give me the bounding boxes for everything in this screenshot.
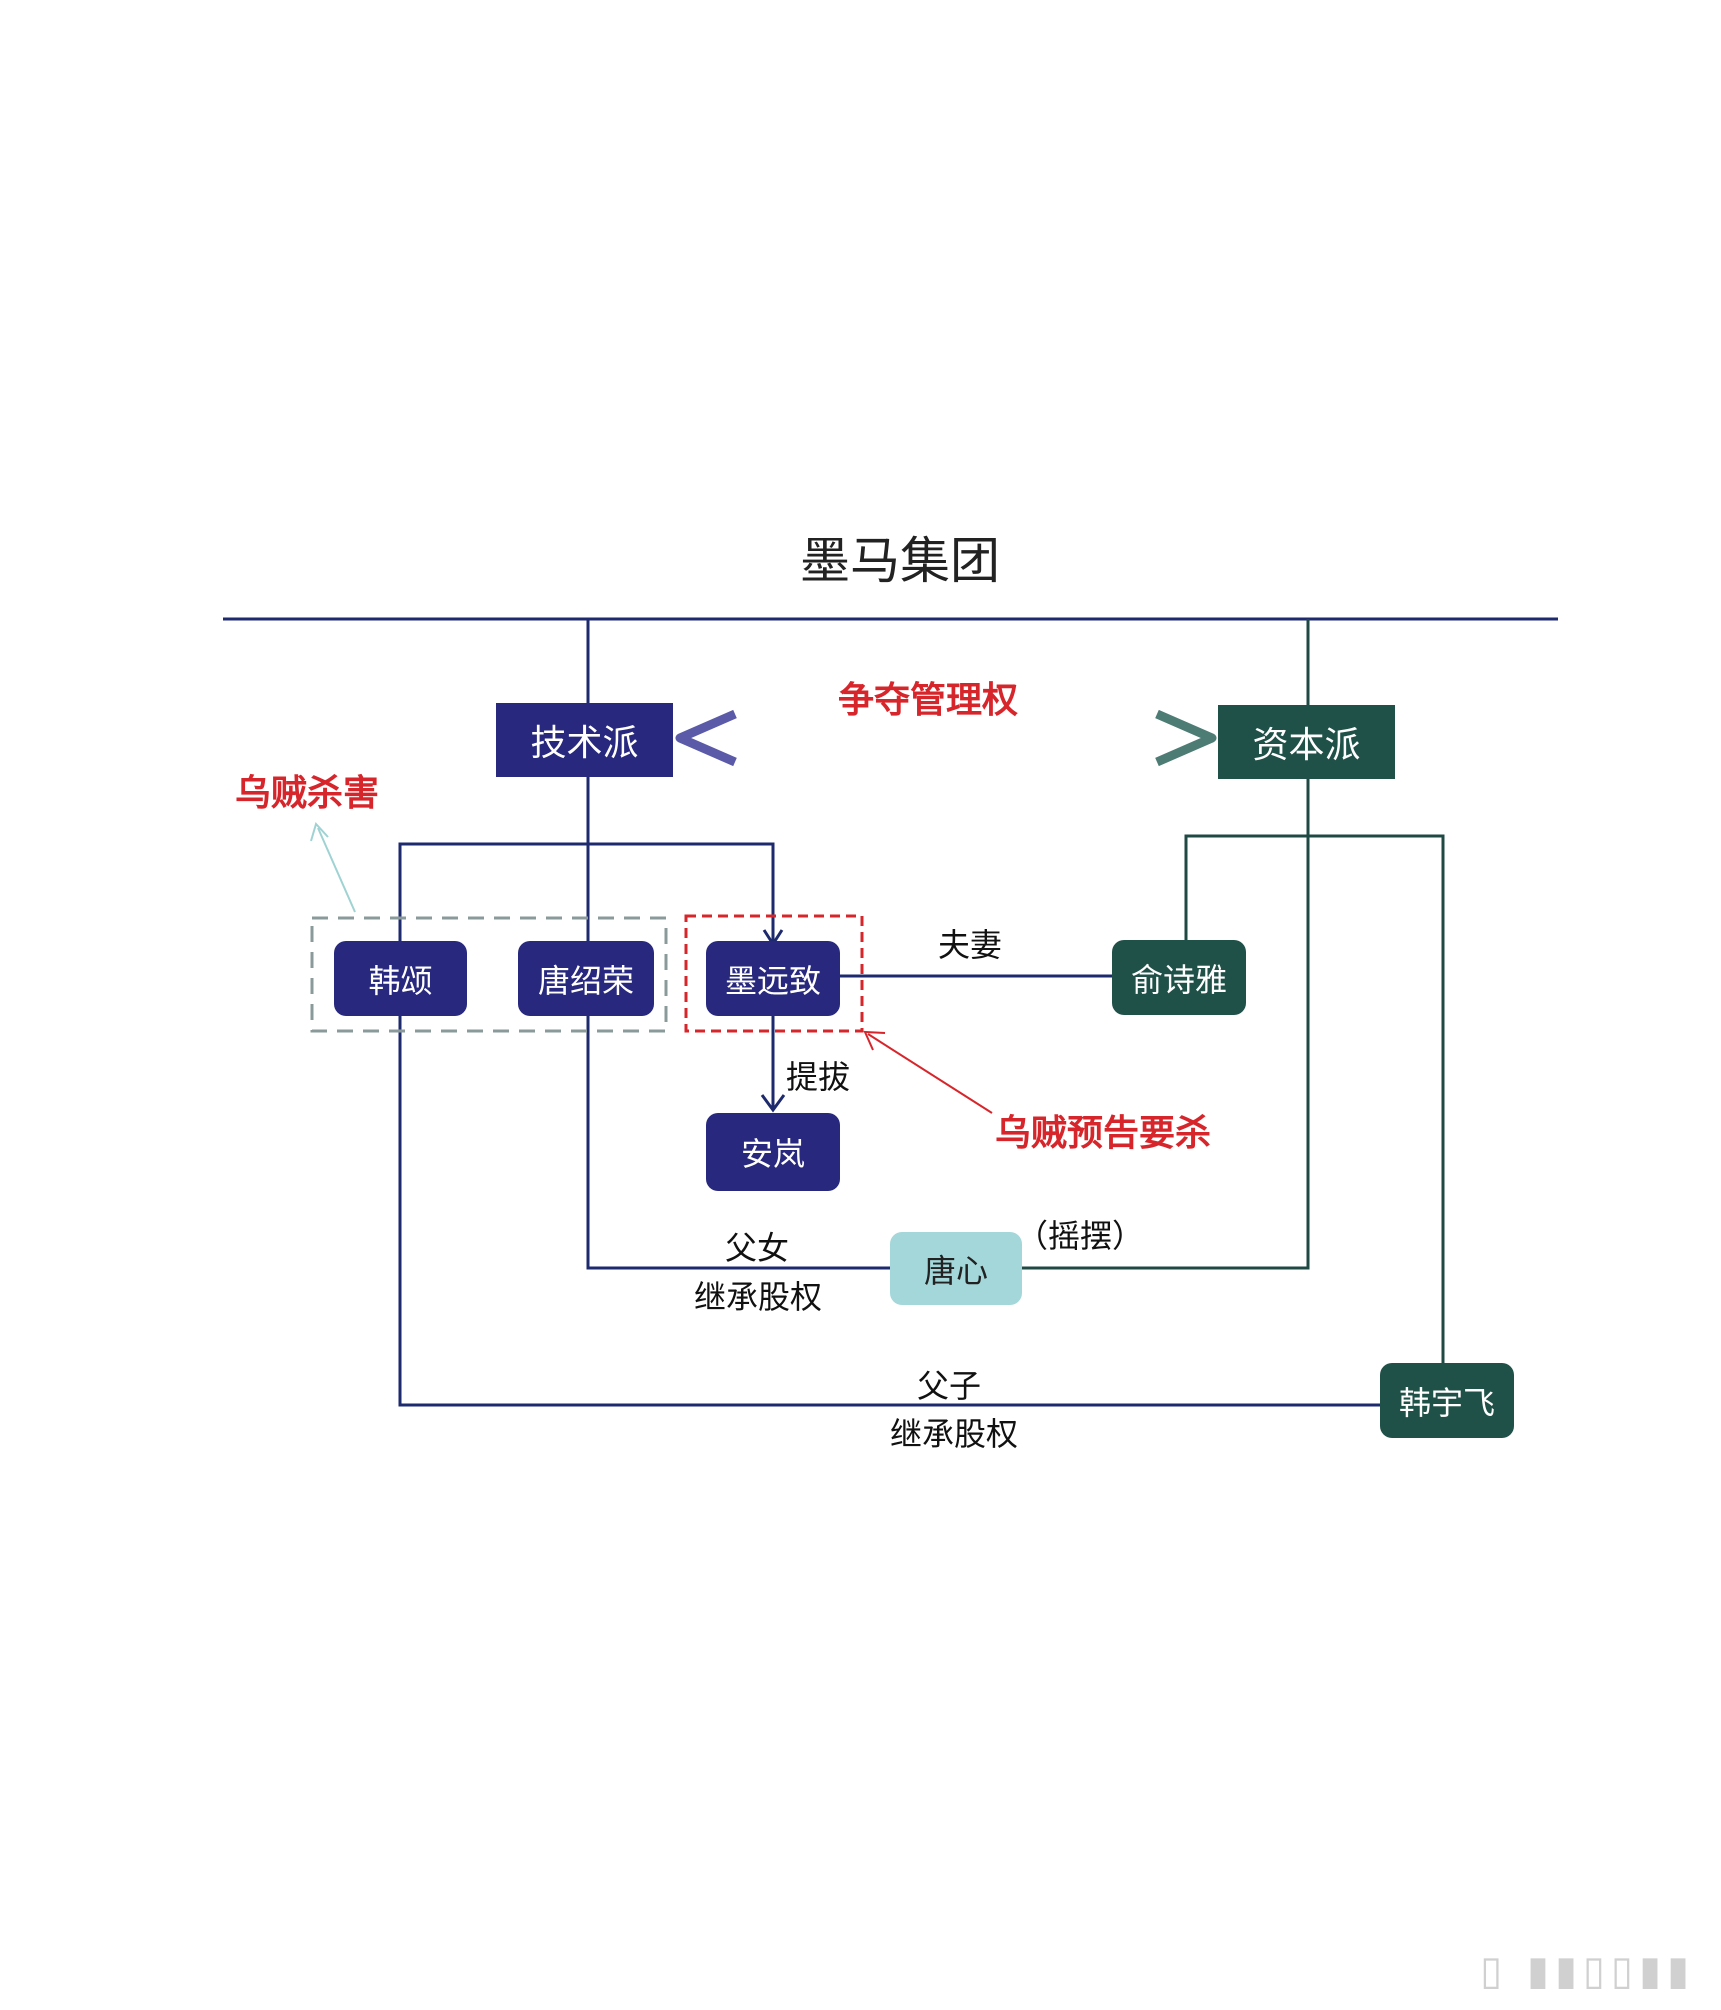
killed-pointer-line: [317, 827, 356, 913]
person-han-song: 韩颂: [334, 941, 467, 1016]
father-son-line: [398, 1016, 1380, 1407]
squid-warns-kill-label: 乌贼预告要杀: [995, 1112, 1212, 1154]
inherit-shares-label-2: 继承股权: [890, 1415, 1019, 1453]
father-daughter-label: 父女: [725, 1229, 790, 1267]
father-son-label: 父子: [917, 1367, 982, 1405]
promote-arrow-head: [760, 1094, 786, 1113]
person-yu-shiya: 俞诗雅: [1112, 940, 1246, 1015]
conflict-label: 争夺管理权: [838, 679, 1019, 721]
warn-pointer-line: [867, 1033, 993, 1114]
capital-trunk-to-tangxin: [1022, 777, 1310, 1270]
killed-pointer-head: [310, 822, 329, 842]
person-han-yufei: 韩宇飞: [1380, 1363, 1514, 1438]
target-dashed-box: [684, 914, 864, 1033]
watermark-bars: ▯ ▮▮▯▯▮▮: [1480, 1948, 1695, 1994]
capital-branch-line: [1184, 834, 1445, 1363]
conflict-arrow-right-head: [1155, 709, 1217, 767]
conflict-arrow-left-head: [675, 709, 737, 767]
person-mo-yuanzhi: 墨远致: [706, 941, 840, 1016]
person-tang-xin: 唐心: [890, 1232, 1022, 1305]
inherit-shares-label-1: 继承股权: [694, 1278, 823, 1316]
person-tang-shaorong: 唐绍荣: [518, 941, 654, 1016]
page-title: 墨马集团: [800, 532, 1000, 590]
wavering-label: （摇摆）: [1016, 1217, 1145, 1255]
person-an-lan: 安岚: [706, 1113, 840, 1191]
spouse-label: 夫妻: [938, 926, 1003, 964]
killed-by-squid-label: 乌贼杀害: [235, 772, 380, 814]
father-daughter-line: [586, 1016, 890, 1270]
tech-branch-bracket: [398, 842, 775, 942]
faction-capital: 资本派: [1218, 705, 1395, 779]
warn-pointer-head: [863, 1030, 886, 1051]
promote-label: 提拔: [786, 1058, 851, 1096]
faction-tech: 技术派: [496, 703, 673, 777]
